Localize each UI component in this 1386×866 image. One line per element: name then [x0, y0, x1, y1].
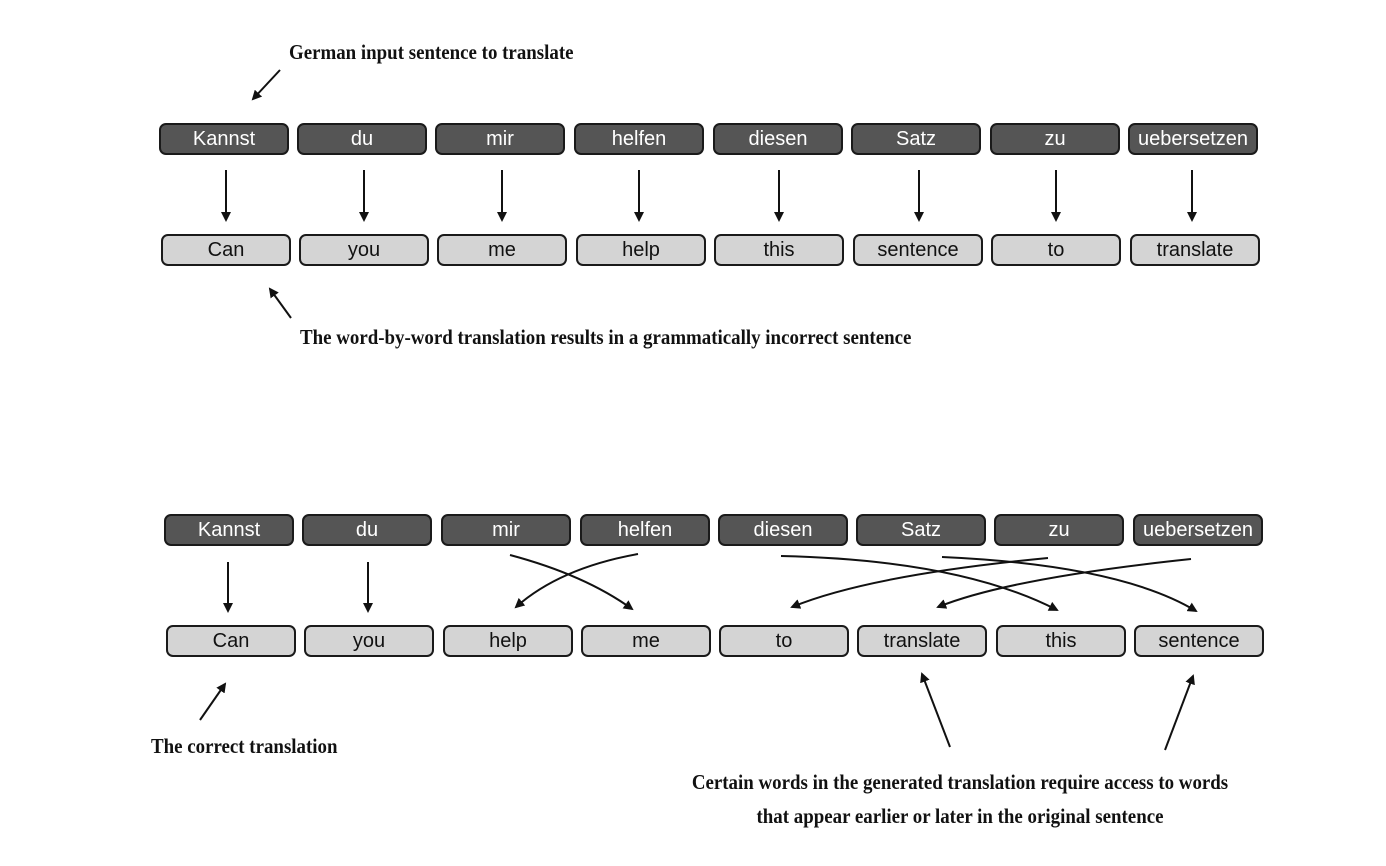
top-target-word: translate [1130, 234, 1260, 266]
reorder-arrow [780, 555, 1059, 611]
top-target-word: to [991, 234, 1121, 266]
bottom-source-word: helfen [580, 514, 710, 546]
top-source-word: mir [435, 123, 565, 155]
reorder-arrow [509, 554, 634, 611]
bottom-target-word: help [443, 625, 573, 657]
top-source-word: Satz [851, 123, 981, 155]
reorder-arrow [790, 557, 1049, 609]
reorder-arrow [941, 556, 1198, 613]
bottom-source-word: mir [441, 514, 571, 546]
top-target-word: you [299, 234, 429, 266]
bottom-target-word: to [719, 625, 849, 657]
top-target-word: this [714, 234, 844, 266]
bottom-target-word: Can [166, 625, 296, 657]
top-source-word: Kannst [159, 123, 289, 155]
input-sentence-label: German input sentence to translate [289, 40, 574, 64]
bottom-target-word: sentence [1134, 625, 1264, 657]
word-by-word-label: The word-by-word translation results in … [300, 325, 912, 349]
top-target-word: help [576, 234, 706, 266]
bottom-target-word: translate [857, 625, 987, 657]
access-note-line2: that appear earlier or later in the orig… [756, 804, 1164, 828]
reorder-arrow [936, 558, 1192, 609]
bottom-target-word: this [996, 625, 1126, 657]
access-pointer-arrow [1164, 674, 1195, 751]
top-source-word: helfen [574, 123, 704, 155]
top-target-word: me [437, 234, 567, 266]
bottom-target-word: you [304, 625, 434, 657]
input-pointer-arrow [251, 69, 281, 101]
top-source-word: du [297, 123, 427, 155]
bottom-source-word: diesen [718, 514, 848, 546]
reorder-arrow [514, 553, 639, 609]
top-target-word: sentence [853, 234, 983, 266]
top-source-word: diesen [713, 123, 843, 155]
bottom-source-word: uebersetzen [1133, 514, 1263, 546]
access-note-line1: Certain words in the generated translati… [691, 770, 1229, 794]
top-target-word: Can [161, 234, 291, 266]
bottom-source-word: du [302, 514, 432, 546]
bottom-target-word: me [581, 625, 711, 657]
correct-translation-label: The correct translation [151, 734, 338, 758]
access-pointer-arrow [920, 672, 951, 748]
top-source-word: uebersetzen [1128, 123, 1258, 155]
top-source-word: zu [990, 123, 1120, 155]
bottom-source-word: zu [994, 514, 1124, 546]
result-pointer-arrow [268, 287, 292, 319]
bottom-source-word: Kannst [164, 514, 294, 546]
bottom-source-word: Satz [856, 514, 986, 546]
correct-pointer-arrow [199, 682, 227, 721]
